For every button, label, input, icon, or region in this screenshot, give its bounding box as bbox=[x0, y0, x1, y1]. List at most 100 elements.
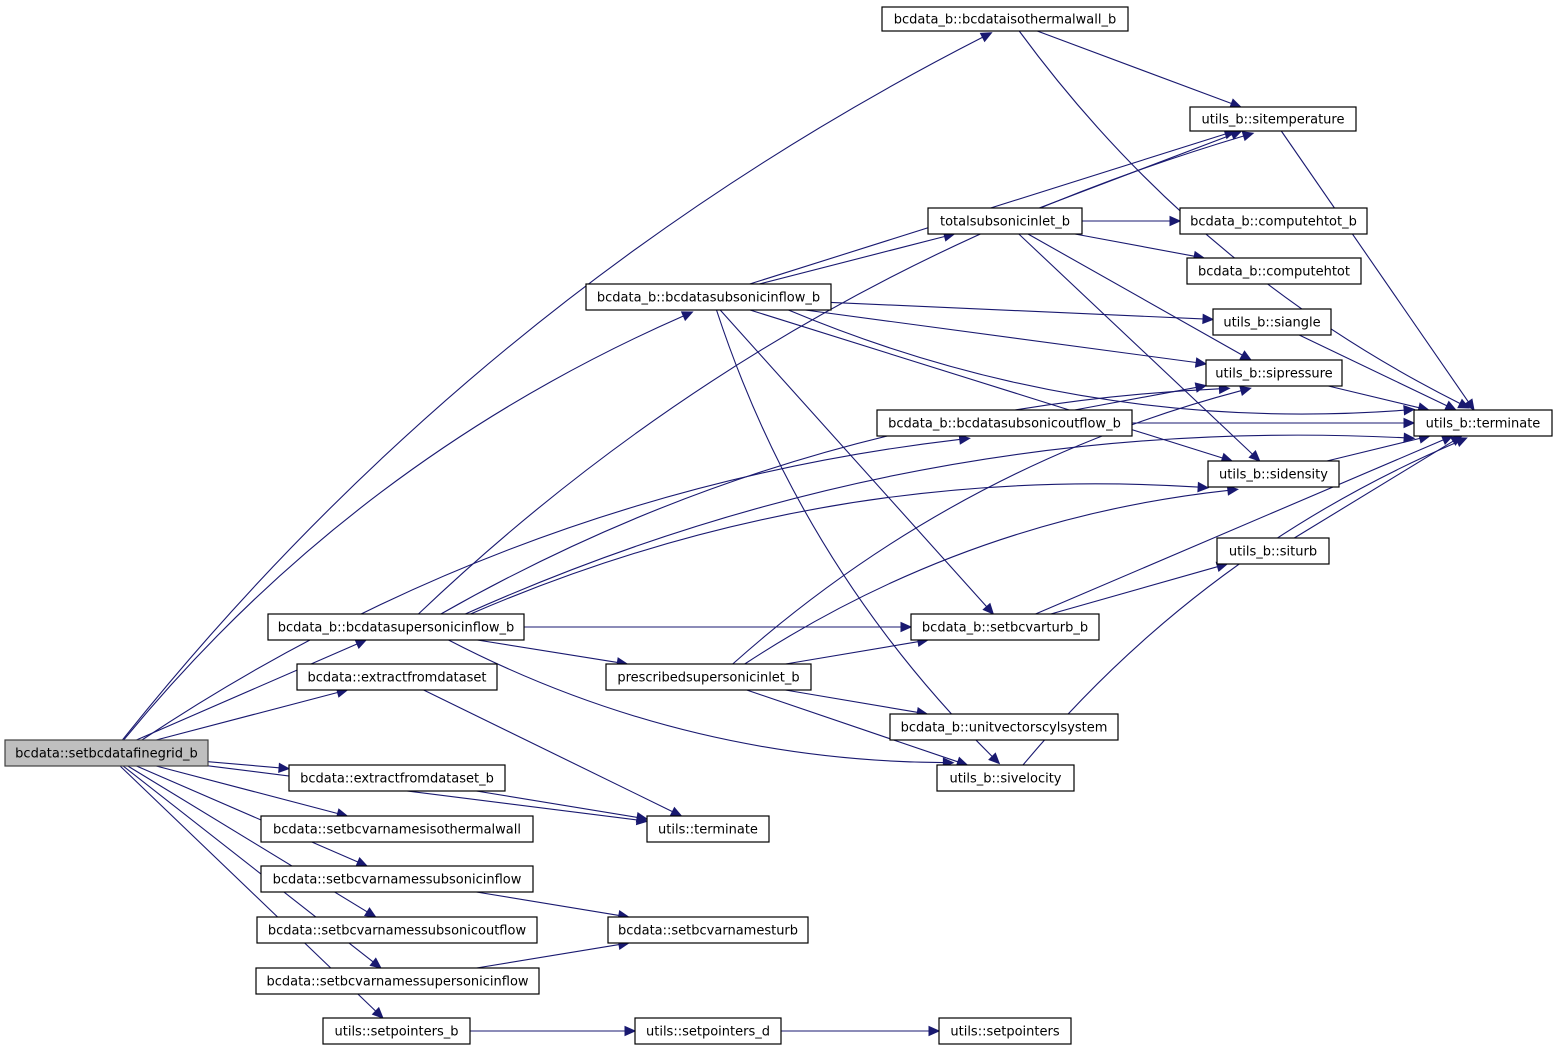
edge-line bbox=[477, 639, 618, 663]
edge-nm_subin-to-nm_turb bbox=[476, 891, 630, 921]
node-label: bcdata_b::bcdatasubsonicinflow_b bbox=[597, 291, 820, 306]
edge-subout-to-uterm_b bbox=[1132, 417, 1416, 429]
function-node[interactable]: prescribedsupersonicinlet_b bbox=[605, 663, 812, 691]
node-box[interactable] bbox=[605, 663, 812, 691]
function-node[interactable]: bcdata_b::computehtot bbox=[1186, 257, 1362, 285]
function-node[interactable]: utils_b::sipressure bbox=[1205, 359, 1343, 387]
node-box[interactable] bbox=[1216, 537, 1330, 565]
arrowhead-icon bbox=[1454, 437, 1468, 448]
function-node[interactable]: utils_b::terminate bbox=[1413, 409, 1553, 437]
edge-subin-to-setturb_b bbox=[719, 309, 995, 615]
function-node[interactable]: utils_b::siangle bbox=[1212, 308, 1332, 336]
node-label: utils_b::siturb bbox=[1229, 545, 1317, 560]
node-box[interactable] bbox=[1205, 359, 1343, 387]
node-box[interactable] bbox=[4, 739, 209, 767]
node-box[interactable] bbox=[607, 916, 809, 944]
function-node[interactable]: utils_b::sidensity bbox=[1207, 460, 1340, 488]
node-box[interactable] bbox=[634, 1017, 782, 1045]
edge-line bbox=[805, 309, 1197, 364]
node-box[interactable] bbox=[1207, 460, 1340, 488]
edge-subin-to-siangle bbox=[830, 301, 1215, 325]
arrowhead-icon bbox=[1403, 404, 1416, 416]
node-label: utils_b::sitemperature bbox=[1202, 113, 1345, 128]
arrowhead-icon bbox=[680, 311, 694, 322]
node-label: utils_b::sivelocity bbox=[949, 772, 1061, 787]
function-node[interactable]: bcdata::setbcvarnamessubsonicoutflow bbox=[256, 916, 538, 944]
edge-presc-to-sivel bbox=[746, 689, 969, 767]
arrowhead-icon bbox=[1463, 398, 1475, 412]
function-node[interactable]: bcdata::extractfromdataset bbox=[296, 663, 498, 691]
root-function-node[interactable]: bcdata::setbcdatafinegrid_b bbox=[4, 739, 209, 767]
edge-line bbox=[1035, 439, 1444, 615]
function-node[interactable]: bcdata_b::bcdataisothermalwall_b bbox=[881, 6, 1129, 32]
node-box[interactable] bbox=[889, 713, 1119, 741]
node-box[interactable] bbox=[585, 283, 832, 311]
edge-line bbox=[156, 691, 338, 741]
function-node[interactable]: bcdata::extractfromdataset_b bbox=[288, 764, 506, 792]
node-box[interactable] bbox=[255, 967, 540, 995]
edge-line bbox=[123, 315, 684, 741]
node-box[interactable] bbox=[260, 815, 534, 843]
node-box[interactable] bbox=[876, 409, 1133, 437]
edge-totsub-to-sipres bbox=[1027, 233, 1253, 361]
node-box[interactable] bbox=[1413, 409, 1553, 437]
function-node[interactable]: bcdata_b::computehtot_b bbox=[1179, 207, 1368, 235]
function-node[interactable]: utils::setpointers_b bbox=[322, 1017, 471, 1045]
function-node[interactable]: utils_b::sivelocity bbox=[936, 764, 1075, 792]
node-box[interactable] bbox=[256, 916, 538, 944]
node-label: bcdata_b::bcdatasubsonicoutflow_b bbox=[888, 417, 1121, 432]
node-box[interactable] bbox=[927, 207, 1083, 235]
function-node[interactable]: bcdata::setbcvarnamessubsonicinflow bbox=[260, 865, 534, 893]
edge-subin-to-uterm_b bbox=[788, 309, 1416, 416]
edge-presc-to-setturb_b bbox=[785, 636, 930, 665]
node-box[interactable] bbox=[936, 764, 1075, 792]
node-box[interactable] bbox=[1186, 257, 1362, 285]
edge-presc-to-sipres bbox=[732, 385, 1252, 665]
node-label: bcdata_b::bcdataisothermalwall_b bbox=[894, 13, 1116, 28]
function-node[interactable]: bcdata_b::unitvectorscylsystem bbox=[889, 713, 1119, 741]
arrowhead-icon bbox=[1403, 432, 1416, 444]
edge-sivel-to-uterm_b bbox=[1022, 437, 1468, 766]
node-box[interactable] bbox=[646, 815, 770, 843]
function-node[interactable]: utils::terminate bbox=[646, 815, 770, 843]
edge-root-to-subin bbox=[123, 311, 694, 741]
function-node[interactable]: bcdata_b::bcdatasubsonicinflow_b bbox=[585, 283, 832, 311]
node-box[interactable] bbox=[260, 865, 534, 893]
arrowhead-icon bbox=[1202, 313, 1215, 325]
arrowhead-icon bbox=[982, 602, 995, 615]
function-node[interactable]: utils::setpointers bbox=[938, 1017, 1072, 1045]
function-node[interactable]: bcdata_b::bcdatasubsonicoutflow_b bbox=[876, 409, 1133, 437]
node-box[interactable] bbox=[288, 764, 506, 792]
arrowhead-icon bbox=[1444, 400, 1457, 411]
node-box[interactable] bbox=[1189, 106, 1357, 132]
edge-subin-to-sitemp bbox=[749, 129, 1237, 285]
node-box[interactable] bbox=[1212, 308, 1332, 336]
node-box[interactable] bbox=[296, 663, 498, 691]
arrowhead-icon bbox=[363, 907, 377, 918]
function-node[interactable]: bcdata_b::bcdatasupersonicinflow_b bbox=[267, 613, 525, 641]
edge-totsub-to-chtot bbox=[1074, 233, 1206, 262]
node-box[interactable] bbox=[881, 6, 1129, 32]
function-node[interactable]: bcdata_b::setbcvarturb_b bbox=[910, 613, 1100, 641]
node-box[interactable] bbox=[1179, 207, 1368, 235]
function-node[interactable]: bcdata::setbcvarnamesturb bbox=[607, 916, 809, 944]
edge-line bbox=[788, 309, 1405, 415]
arrowhead-icon bbox=[1239, 385, 1252, 396]
function-node[interactable]: totalsubsonicinlet_b bbox=[927, 207, 1083, 235]
function-node[interactable]: bcdata::setbcvarnamesisothermalwall bbox=[260, 815, 534, 843]
arrowhead-icon bbox=[1194, 357, 1208, 368]
edge-line bbox=[448, 639, 944, 764]
node-box[interactable] bbox=[910, 613, 1100, 641]
edge-subin-to-sivel bbox=[715, 309, 1001, 765]
node-box[interactable] bbox=[267, 613, 525, 641]
edge-line bbox=[1328, 385, 1420, 409]
node-label: utils_b::terminate bbox=[1426, 417, 1541, 432]
function-node[interactable]: utils_b::sitemperature bbox=[1189, 106, 1357, 132]
edge-supin-to-sitemp bbox=[418, 131, 1255, 615]
function-node[interactable]: bcdata::setbcvarnamessupersonicinflow bbox=[255, 967, 540, 995]
node-box[interactable] bbox=[322, 1017, 471, 1045]
function-node[interactable]: utils::setpointers_d bbox=[634, 1017, 782, 1045]
node-box[interactable] bbox=[938, 1017, 1072, 1045]
function-node[interactable]: utils_b::siturb bbox=[1216, 537, 1330, 565]
edge-supin-to-sidens bbox=[470, 481, 1210, 615]
